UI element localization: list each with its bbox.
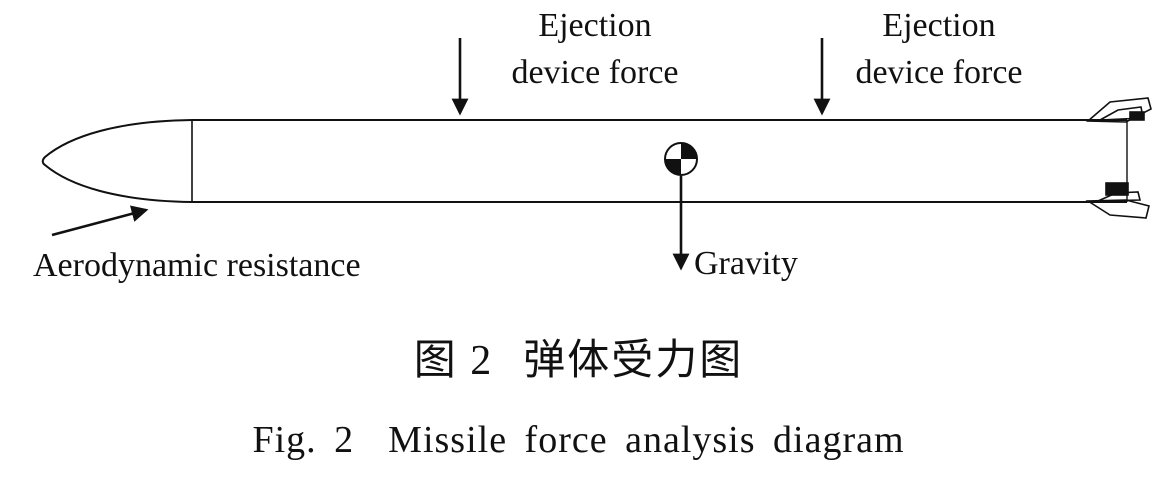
missile-nose-cone [41, 119, 193, 203]
figure-caption-chinese-text: 弹体受力图 [523, 338, 744, 384]
figure-caption-english-number: Fig. 2 [252, 419, 355, 461]
tail-fins [1085, 97, 1152, 219]
ejection-force-label-1-line2: device force [511, 54, 679, 91]
figure-caption-chinese: 图 2 弹体受力图 [0, 326, 1157, 387]
ejection-force-label-2-line2: device force [855, 54, 1023, 91]
aerodynamic-resistance-label: Aerodynamic resistance [33, 247, 361, 284]
figure-caption-chinese-number: 图 2 [413, 338, 494, 384]
ejection-force-label-1-line1: Ejection [538, 7, 652, 44]
ejection-force-label-1: Ejection device force [488, 2, 702, 96]
ejection-force-label-2: Ejection device force [832, 2, 1046, 96]
ejection-force-label-2-line1: Ejection [882, 7, 996, 44]
gravity-label: Gravity [694, 245, 798, 282]
figure-caption-english-text: Missile force analysis diagram [388, 419, 905, 461]
aerodynamic-resistance-arrow [51, 205, 149, 237]
center-of-gravity-symbol [664, 142, 698, 176]
figure-caption-english: Fig. 2 Missile force analysis diagram [0, 418, 1157, 462]
